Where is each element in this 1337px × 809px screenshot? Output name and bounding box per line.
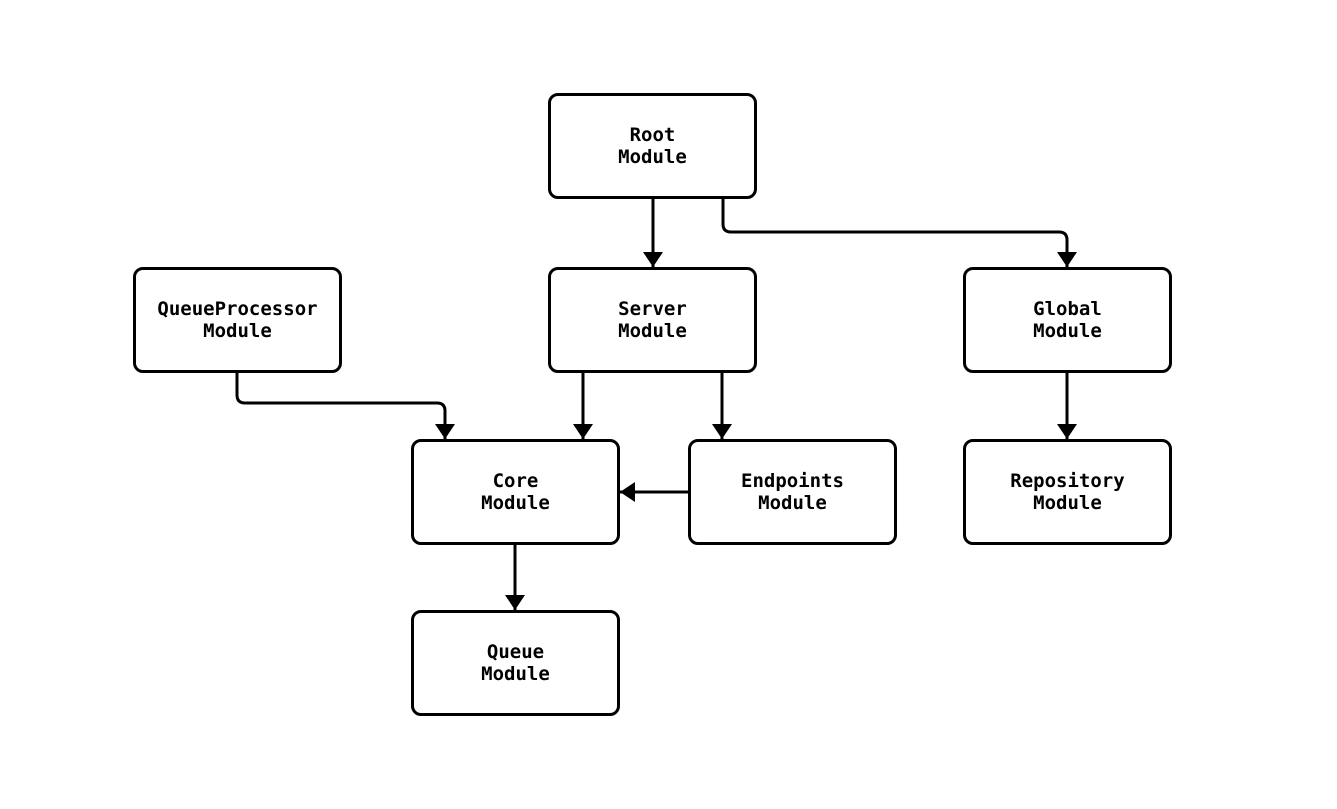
node-label-line: Module — [1033, 320, 1102, 342]
node-label-line: Core — [492, 470, 539, 492]
node-label-line: Module — [618, 146, 687, 168]
node-core-module: Core Module — [411, 439, 620, 545]
node-server-module: Server Module — [548, 267, 757, 373]
node-label-line: QueueProcessor — [157, 298, 318, 320]
node-label-line: Root — [629, 124, 676, 146]
edge-root-to-global — [721, 199, 1077, 267]
node-root-module: Root Module — [548, 93, 757, 199]
node-label-line: Endpoints — [741, 470, 844, 492]
node-global-module: Global Module — [963, 267, 1172, 373]
node-label-line: Module — [203, 320, 272, 342]
node-label-line: Module — [481, 492, 550, 514]
node-queue-module: Queue Module — [411, 610, 620, 716]
node-endpoints-module: Endpoints Module — [688, 439, 897, 545]
node-label-line: Module — [1033, 492, 1102, 514]
node-label-line: Server — [618, 298, 687, 320]
node-label-line: Queue — [486, 641, 545, 663]
node-repository-module: Repository Module — [963, 439, 1172, 545]
node-label-line: Repository — [1010, 470, 1125, 492]
node-label-line: Global — [1033, 298, 1102, 320]
node-label-line: Module — [758, 492, 827, 514]
edge-queueprocessor-to-core — [235, 373, 455, 439]
node-label-line: Module — [481, 663, 550, 685]
node-label-line: Module — [618, 320, 687, 342]
node-queueprocessor-module: QueueProcessor Module — [133, 267, 342, 373]
